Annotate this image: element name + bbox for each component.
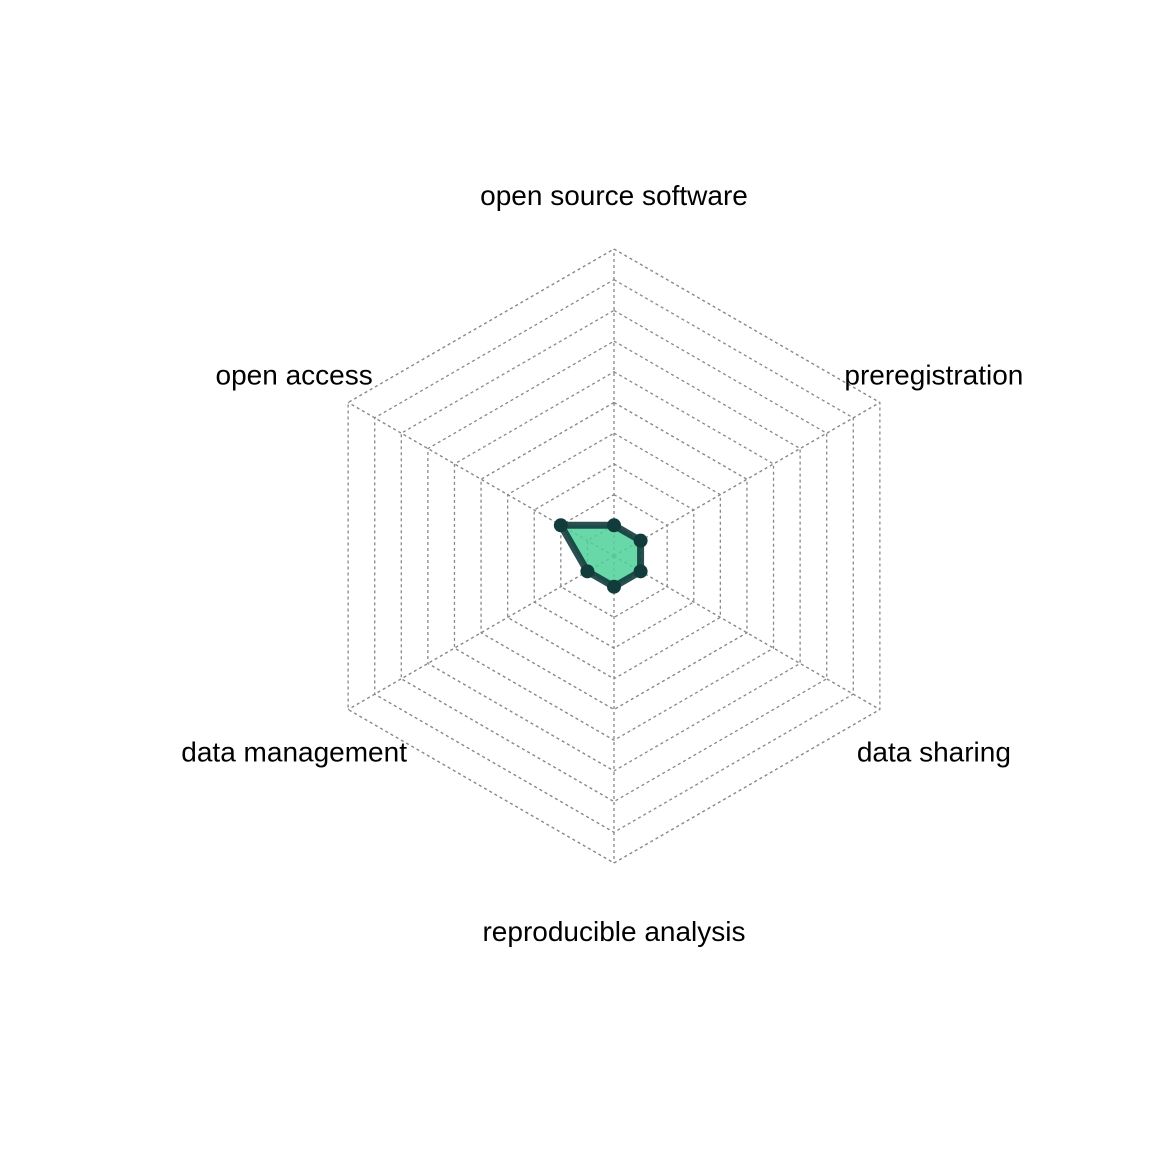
axis-label: open source software [480,180,748,211]
data-point-0 [607,518,621,533]
data-point-2 [633,564,648,579]
axis-label: reproducible analysis [482,916,745,947]
data-point-1 [633,533,648,548]
grid-spoke [613,401,881,557]
data-point-5 [553,518,568,533]
series-polygon [557,521,645,591]
data-point-3 [607,579,621,594]
grid-ring [453,371,775,741]
axis-label: data management [181,737,407,768]
axis-labels: open source software preregistration data … [181,180,1023,947]
data-point-4 [580,564,595,579]
grid-ring [427,340,801,772]
radar-series [553,518,648,594]
axis-label: open access [216,360,373,391]
axis-label: preregistration [844,360,1023,391]
axis-label: data sharing [857,737,1011,768]
